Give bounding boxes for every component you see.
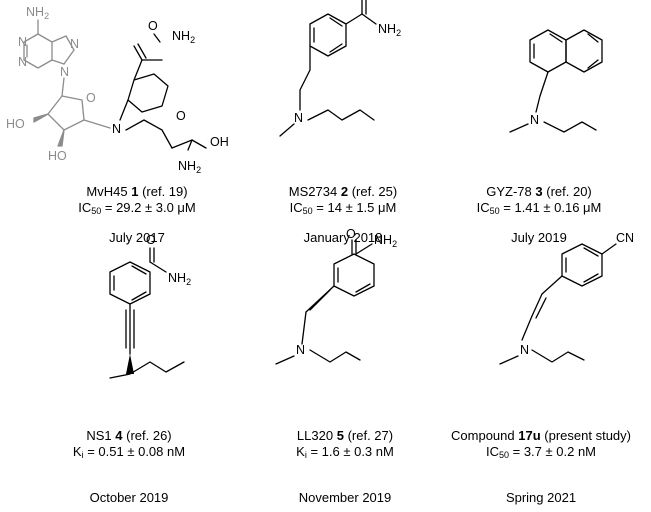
caption-gyz78: GYZ-78 3 (ref. 20) IC50 = 1.41 ± 0.16 μM [476,184,602,216]
atom-n-purine-9: N [60,65,69,79]
atom-nh2-adenine: NH2 [26,5,49,21]
adenosine-fragment: NH2 N N N N O HO HO [6,5,111,163]
atom-n-amine-1: N [112,122,121,136]
structure-17u: CN N [499,231,634,365]
caption-mvh45: MvH45 1 (ref. 19) IC50 = 29.2 ± 3.0 μM [78,184,196,216]
structure-gyz78: N [509,29,603,133]
caption-ns1: NS1 4 (ref. 26) Ki = 0.51 ± 0.08 nM [72,428,186,460]
atom-ho-3: HO [48,149,67,163]
atom-n-purine-3: N [18,55,27,69]
atom-nh2-amide-1: NH2 [172,29,195,45]
atom-n-amine-3: N [530,113,539,127]
caption-ll320: LL320 5 (ref. 27) Ki = 1.6 ± 0.3 nM [296,428,394,460]
atom-nh2-amide-5: NH2 [374,233,397,249]
date-mvh45: July 2017 [109,230,165,245]
atom-o-amide-4: O [146,233,156,247]
caption-17u: Compound 17u (present study) IC50 = 3.7 … [451,428,631,460]
atom-ho-2: HO [6,117,25,131]
structure-ns1: O NH2 [109,233,191,379]
atom-cn: CN [616,231,634,245]
atom-o-acid: O [176,109,186,123]
structure-ll320: O NH2 N [275,227,397,365]
atom-oh-acid: OH [210,135,229,149]
date-gyz78: July 2019 [511,230,567,245]
atom-nh2-alpha: NH2 [178,159,201,175]
caption-ms2734: MS2734 2 (ref. 25) IC50 = 14 ± 1.5 μM [288,184,398,216]
structure-ms2734: NH2 N [279,0,401,137]
date-17u: Spring 2021 [505,490,577,505]
atom-nh2-amide-2: NH2 [378,22,401,38]
atom-n-amine-2: N [294,111,303,125]
structure-mvh45: NH2 N N N N O HO HO N O NH2 OH O NH2 [6,5,229,175]
atom-n-amine-5: N [296,343,305,357]
atom-nh2-amide-4: NH2 [168,271,191,287]
atom-o-amide-5: O [346,227,356,241]
atom-n-amine-6: N [520,343,529,357]
date-ns1: October 2019 [89,490,169,505]
atom-o-amide-1: O [148,19,158,33]
date-ms2734: January 2018 [303,230,383,245]
atom-n-purine-1: N [18,35,27,49]
atom-o-ribose: O [86,91,96,105]
atom-n-purine-7: N [70,37,79,51]
date-ll320: November 2019 [298,490,392,505]
